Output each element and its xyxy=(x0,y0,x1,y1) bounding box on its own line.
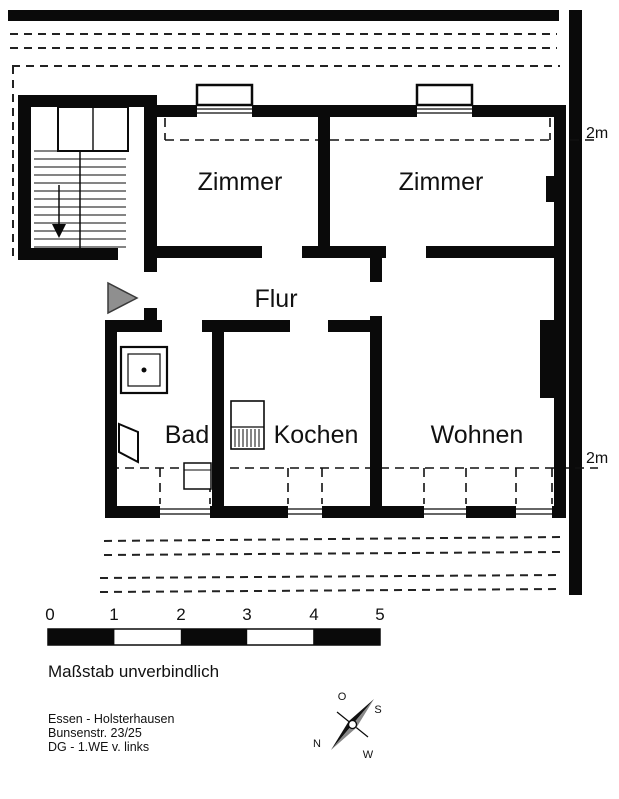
room-label-zimmer-2: Zimmer xyxy=(399,168,484,196)
roof-edge-top xyxy=(8,10,559,21)
scale-tick-2: 2 xyxy=(176,605,185,624)
stair-direction-arrow-icon xyxy=(52,224,66,238)
room-label-zimmer-1: Zimmer xyxy=(198,168,283,196)
windows-bottom xyxy=(160,508,552,515)
scale-tick-3: 3 xyxy=(242,605,251,624)
address-block: Essen - Holsterhausen Bunsenstr. 23/25 D… xyxy=(48,712,175,754)
roof-edge-right xyxy=(569,10,582,595)
height-mark-top: 2m xyxy=(586,125,608,142)
scale-bar: 0 1 2 3 4 5 Maßstab unverbindlich xyxy=(45,605,384,681)
compass-north-label: N xyxy=(313,738,321,750)
room-label-bad: Bad xyxy=(165,421,209,449)
room-label-flur: Flur xyxy=(254,285,297,313)
scale-tick-4: 4 xyxy=(309,605,318,624)
compass-rose-icon: O S N W xyxy=(313,691,382,761)
staircase xyxy=(34,106,129,248)
height-mark-bottom: 2m xyxy=(586,450,608,467)
scale-tick-1: 1 xyxy=(109,605,118,624)
room-label-kochen: Kochen xyxy=(274,421,359,449)
shower xyxy=(119,345,169,395)
room-label-wohnen: Wohnen xyxy=(431,421,524,449)
address-city: Essen - Holsterhausen xyxy=(48,712,175,726)
bad-door-leaf xyxy=(118,422,139,464)
dormer-windows xyxy=(195,83,474,114)
address-unit: DG - 1.WE v. links xyxy=(48,740,149,754)
scale-caption: Maßstab unverbindlich xyxy=(48,662,219,681)
compass-west-label: W xyxy=(363,749,374,761)
compass-south-label: S xyxy=(374,704,381,716)
roof-outline-dashed xyxy=(10,33,563,593)
walls xyxy=(18,95,566,518)
scale-tick-5: 5 xyxy=(375,605,384,624)
wc-fixture xyxy=(183,462,212,490)
compass-east-label: O xyxy=(338,691,347,703)
knee-wall-lines xyxy=(110,118,598,504)
address-street: Bunsenstr. 23/25 xyxy=(48,726,142,740)
scale-tick-0: 0 xyxy=(45,605,54,624)
stove-radiator xyxy=(230,400,265,450)
entrance-arrow-icon xyxy=(107,281,139,315)
